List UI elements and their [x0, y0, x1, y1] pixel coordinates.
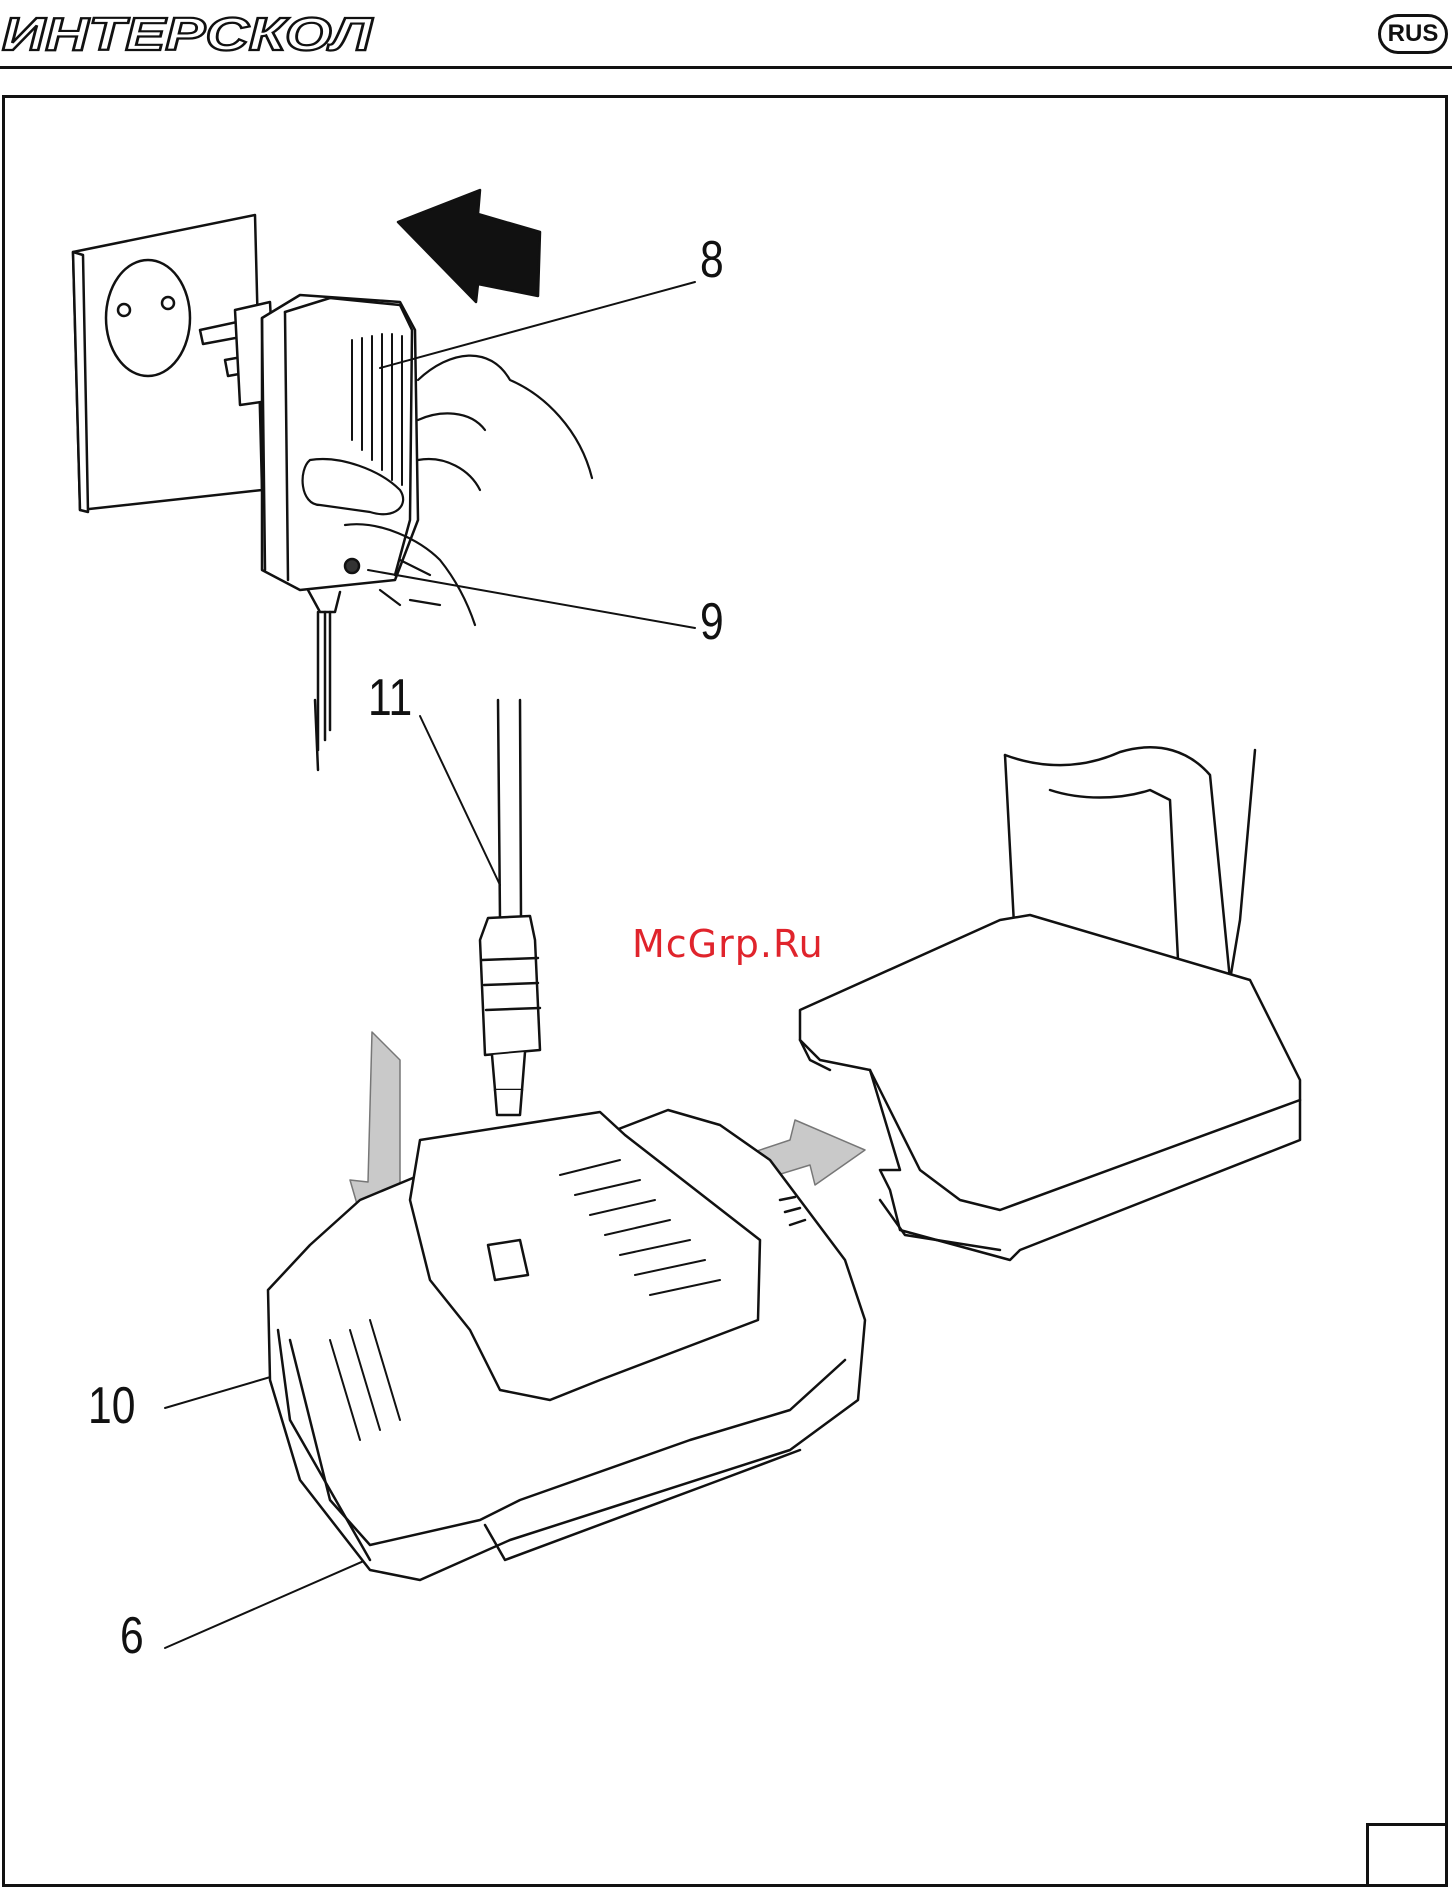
callout-10: 10	[88, 1380, 135, 1432]
indicator-led	[345, 559, 359, 573]
callout-11: 11	[368, 672, 412, 724]
charging-cable	[480, 700, 540, 1115]
callout-8: 8	[700, 234, 724, 286]
drill-base	[800, 747, 1300, 1260]
callout-6: 6	[120, 1610, 144, 1662]
page-number-box	[1366, 1823, 1448, 1887]
callout-9: 9	[700, 596, 724, 648]
watermark-text: McGrp.Ru	[632, 922, 824, 966]
push-arrow-icon	[398, 190, 540, 302]
